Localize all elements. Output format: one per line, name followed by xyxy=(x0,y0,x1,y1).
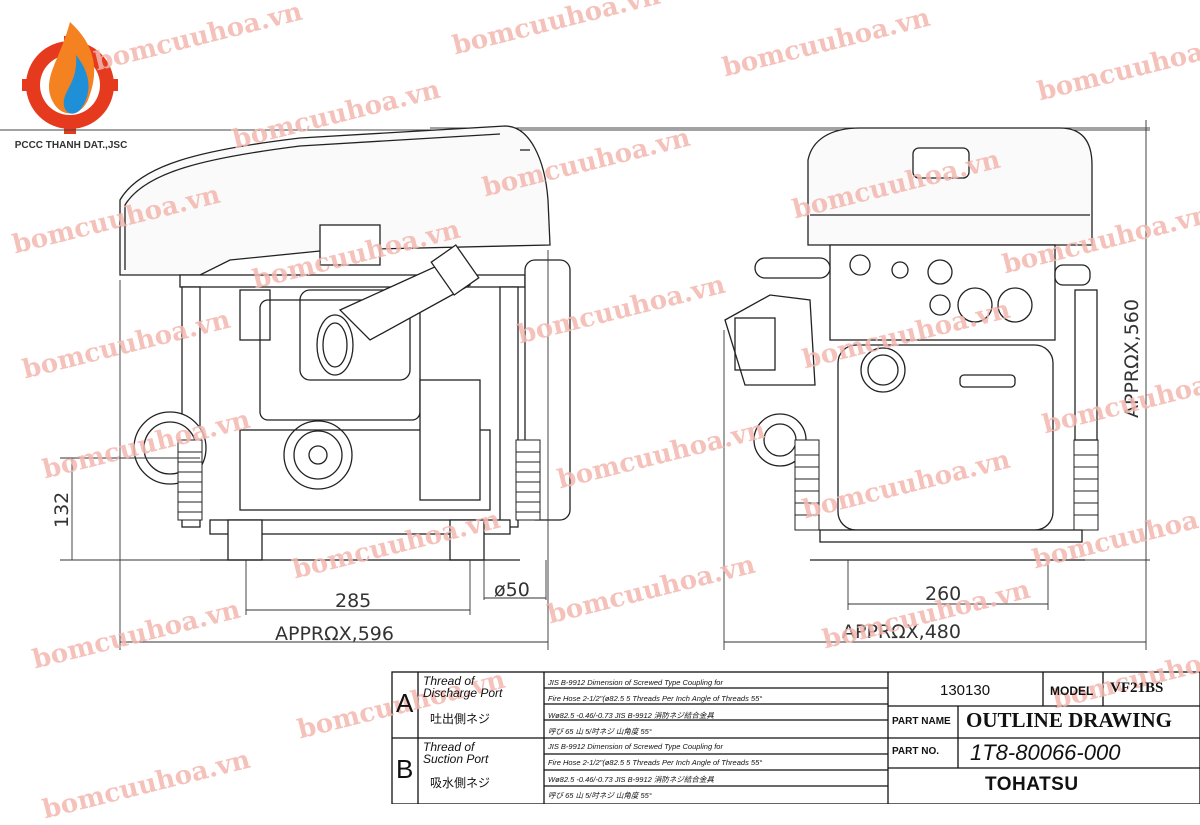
row-b-label-jp: 吸水側ネジ xyxy=(430,776,491,790)
row-a-spec1: JIS B-9912 Dimension of Screwed Type Cou… xyxy=(548,678,723,687)
outline-drawing: 285 ø50 APPRΩX,596 132 xyxy=(0,22,1200,804)
part-no-label: PART NO. xyxy=(892,746,940,757)
row-b-spec1: JIS B-9912 Dimension of Screwed Type Cou… xyxy=(548,742,723,751)
part-no-value: 1T8-80066-000 xyxy=(970,740,1121,765)
part-name-label: PART NAME xyxy=(892,716,951,727)
model-value: VF21BS xyxy=(1110,680,1164,696)
row-b-spec4: 呼び 65 山 5/吋ネジ 山角度 55° xyxy=(548,791,652,800)
side-dimension-lines xyxy=(60,250,549,650)
model-label: MODEL xyxy=(1050,684,1094,698)
row-b-label-line2: Suction Port xyxy=(423,752,489,766)
row-a-spec4: 呼び 65 山 5/吋ネジ 山角度 55° xyxy=(548,727,652,736)
drawing-code: 130130 xyxy=(940,682,991,699)
row-b-letter: B xyxy=(396,754,414,784)
row-b-spec2: Fire Hose 2-1/2"(ø82.5 5 Threads Per Inc… xyxy=(548,758,763,767)
dim-front-height: APPRΩX,560 xyxy=(1121,299,1143,418)
row-b-label-line1: Thread of xyxy=(423,740,475,754)
row-a-label-line1: Thread of xyxy=(423,674,475,688)
dim-132: 132 xyxy=(51,492,73,528)
dim-260: 260 xyxy=(925,583,961,605)
company-name: PCCC THANH DAT.,JSC xyxy=(14,140,128,151)
row-a-label-jp: 吐出側ネジ xyxy=(430,712,491,726)
company-logo xyxy=(22,22,118,134)
dim-285: 285 xyxy=(335,590,371,612)
row-a-label-line2: Discharge Port xyxy=(423,686,503,700)
row-a-spec2: Fire Hose 2-1/2"(ø82.5 5 Threads Per Inc… xyxy=(548,694,763,703)
front-dimension-lines xyxy=(723,330,1150,650)
row-b-spec3: Wø82.5 -0.46/-0.73 JIS B-9912 消防ネジ結合金具 xyxy=(548,775,714,784)
title-block-grid xyxy=(391,671,1200,804)
dim-side-length: APPRΩX,596 xyxy=(275,623,394,645)
front-view xyxy=(724,127,1099,561)
side-view xyxy=(119,125,571,561)
brand-logo: TOHATSU xyxy=(985,774,1079,795)
part-name-value: OUTLINE DRAWING xyxy=(966,708,1172,732)
dim-front-width: APPRΩX,480 xyxy=(842,621,961,643)
row-a-spec3: Wø82.5 -0.46/-0.73 JIS B-9912 消防ネジ結合金具 xyxy=(548,711,714,720)
row-a-letter: A xyxy=(396,688,414,718)
dim-outlet-diameter: ø50 xyxy=(494,579,530,601)
